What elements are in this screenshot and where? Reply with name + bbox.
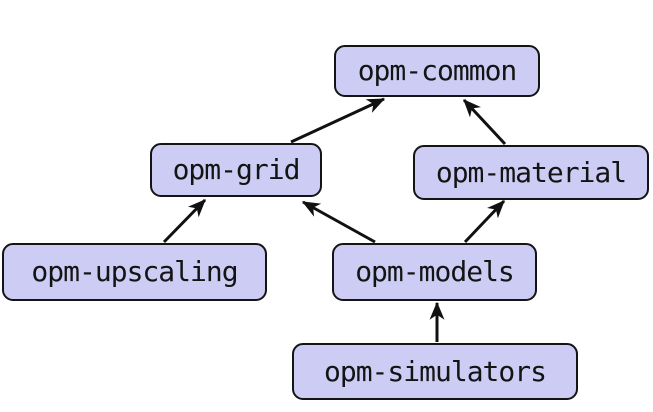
edge-opm-upscaling-to-opm-grid-arrow — [162, 198, 207, 244]
edges-group — [162, 97, 507, 342]
node-opm-common: opm-common — [334, 45, 540, 97]
node-opm-upscaling: opm-upscaling — [2, 243, 267, 301]
node-opm-simulators: opm-simulators — [292, 343, 578, 400]
edge-opm-models-to-opm-grid-arrow — [301, 200, 376, 244]
node-opm-material: opm-material — [413, 145, 649, 200]
node-opm-grid: opm-grid — [150, 143, 322, 197]
edge-opm-grid-to-opm-common-arrow — [290, 97, 386, 144]
edge-opm-models-to-opm-material-arrow — [463, 199, 506, 244]
node-opm-models: opm-models — [332, 243, 537, 301]
edge-opm-material-to-opm-common-arrow — [462, 98, 507, 146]
